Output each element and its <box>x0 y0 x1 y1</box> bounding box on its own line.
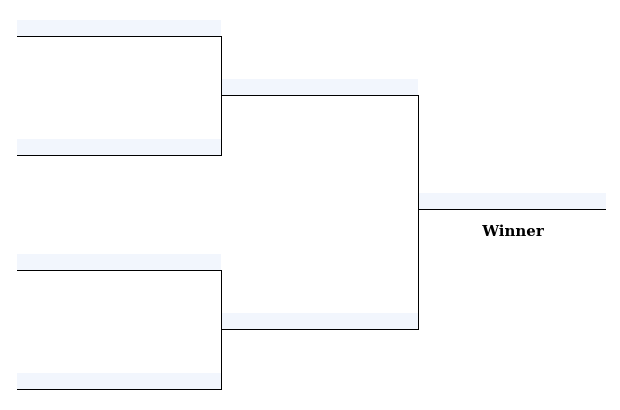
bracket-slot-r1-2[interactable] <box>17 139 221 156</box>
bracket-slot-r1-3[interactable] <box>17 254 221 271</box>
bracket-slot-r1-4[interactable] <box>17 373 221 390</box>
final-round <box>419 193 606 210</box>
round-2 <box>222 79 419 330</box>
bracket-slot-r1-1[interactable] <box>17 20 221 37</box>
winner-label: Winner <box>482 222 544 240</box>
bracket-slot-r2-1[interactable] <box>222 79 418 96</box>
round-1 <box>17 20 222 390</box>
bracket-slot-r2-2[interactable] <box>222 313 418 330</box>
bracket-slot-winner[interactable] <box>419 193 606 210</box>
